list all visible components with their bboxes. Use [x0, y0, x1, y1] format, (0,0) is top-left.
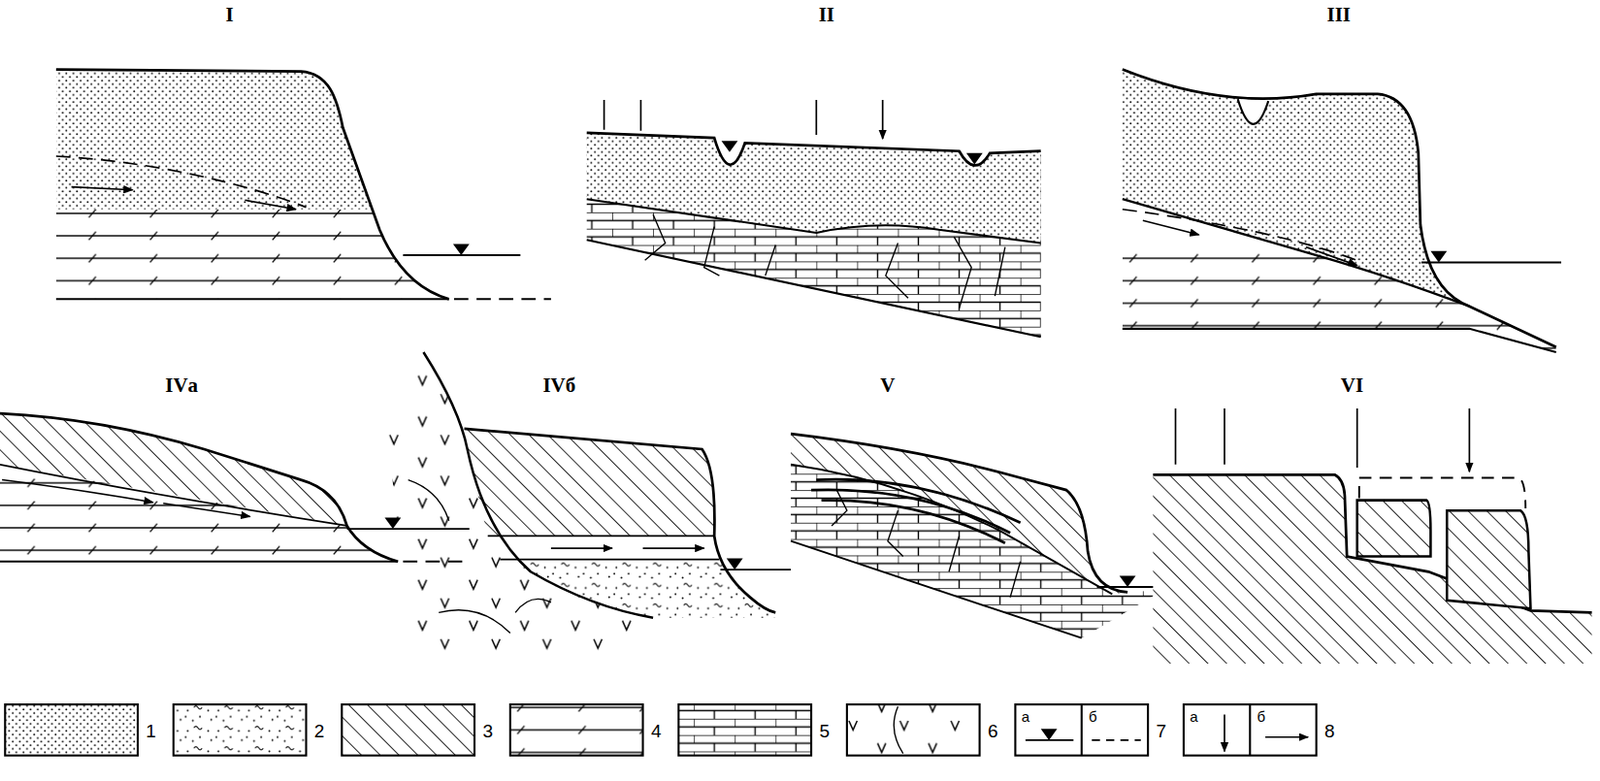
legend-number: 8: [1324, 721, 1336, 741]
section-ii: [587, 99, 1042, 337]
section-title: IVб: [542, 374, 576, 395]
legend-swatch: [510, 704, 644, 756]
section-title: IVа: [164, 374, 198, 395]
section-v: [790, 433, 1164, 638]
section-ivb: [388, 352, 791, 654]
legend-swatch: [173, 704, 307, 756]
legend-number: 2: [314, 721, 326, 741]
legend-swatch: [4, 704, 138, 756]
legend-number: 3: [482, 721, 493, 741]
section-i: [51, 61, 552, 307]
section-vi: [1152, 408, 1592, 664]
section-iii: [1117, 69, 1568, 359]
legend-sublabel: а: [1020, 708, 1031, 723]
legend-swatches: [4, 704, 1316, 756]
section-title: III: [1327, 3, 1352, 25]
legend-sublabel: б: [1256, 708, 1268, 723]
legend-swatch: [341, 704, 475, 756]
legend-swatch: [678, 704, 812, 756]
legend-number: 5: [818, 721, 830, 741]
legend-number: 6: [987, 721, 999, 741]
section-title: I: [226, 3, 234, 25]
legend-number: 4: [651, 721, 662, 741]
legend-number: 7: [1155, 721, 1167, 741]
section-title: V: [880, 374, 895, 395]
legend-number: 1: [145, 721, 157, 741]
section-title: VI: [1340, 374, 1364, 395]
legend-swatch: [1183, 704, 1317, 756]
legend-swatch: [847, 704, 980, 756]
legend-sublabel: б: [1087, 708, 1099, 723]
legend-sublabel: а: [1188, 708, 1199, 723]
section-title: II: [818, 3, 835, 25]
legend-swatch: [1014, 704, 1148, 756]
